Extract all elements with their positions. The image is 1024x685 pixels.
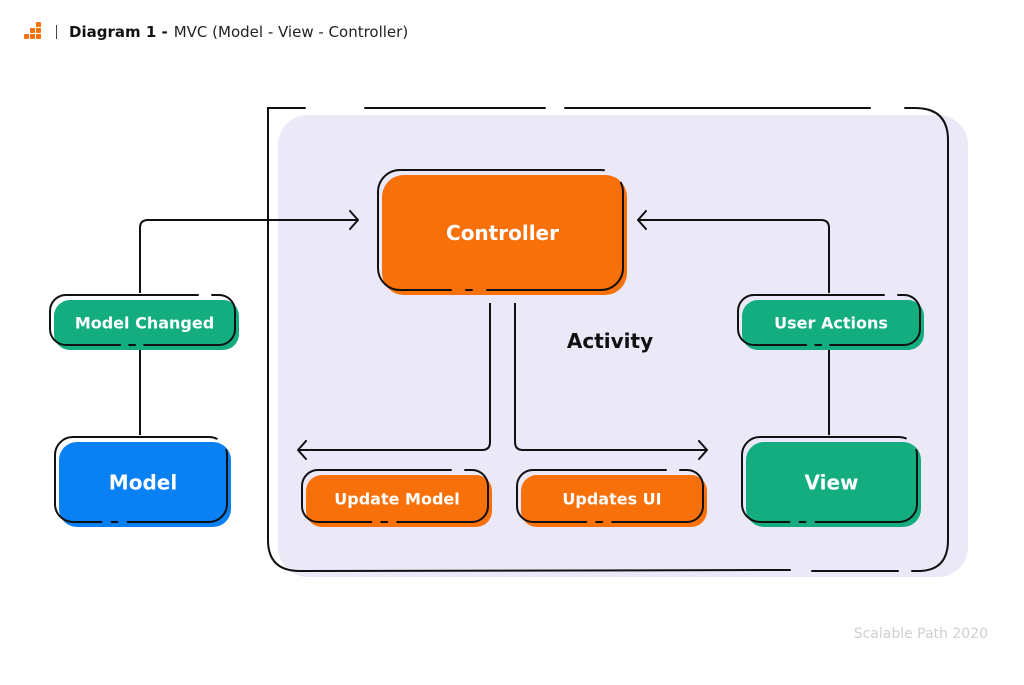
node-label-model-changed: Model Changed [75,314,214,333]
activity-label: Activity [567,329,653,353]
node-fill [746,442,921,527]
activity-container-border [267,107,949,573]
node-fill [59,442,231,527]
node-border [516,469,704,523]
connectors [139,220,830,450]
node-fill [306,475,492,527]
diagram-number: Diagram 1 - [69,23,168,41]
node-label-update-model: Update Model [334,490,459,509]
node-controller: Controller [377,169,627,295]
node-update-model: Update Model [301,469,492,527]
node-fill [382,175,627,295]
node-border [737,294,921,346]
scalable-path-logo-icon [22,22,42,42]
node-updates-ui: Updates UI [516,469,707,527]
node-fill [521,475,707,527]
diagram-title: MVC (Model - View - Controller) [173,23,409,41]
arrow-controller-to-updates-ui [514,303,707,450]
header: Diagram 1 - MVC (Model - View - Controll… [22,20,408,44]
node-label-view: View [804,471,858,495]
node-label-controller: Controller [446,221,559,245]
node-border [741,436,918,523]
node-label-user-actions: User Actions [774,314,888,333]
header-separator [56,25,57,39]
node-border [49,294,236,346]
node-view: View [741,436,921,527]
node-label-updates-ui: Updates UI [562,490,661,509]
footer-credit: Scalable Path 2020 [853,626,988,642]
node-label-model: Model [109,471,177,495]
node-model: Model [54,436,231,527]
arrow-controller-to-update-model [298,303,491,450]
node-border [377,169,624,291]
node-fill [742,300,924,350]
node-user-actions: User Actions [737,294,924,350]
arrow-model-changed-to-controller [139,220,358,293]
node-model-changed: Model Changed [49,294,239,350]
node-border [301,469,489,523]
node-fill [54,300,239,350]
arrow-user-actions-to-controller [638,220,830,293]
node-border [54,436,228,523]
